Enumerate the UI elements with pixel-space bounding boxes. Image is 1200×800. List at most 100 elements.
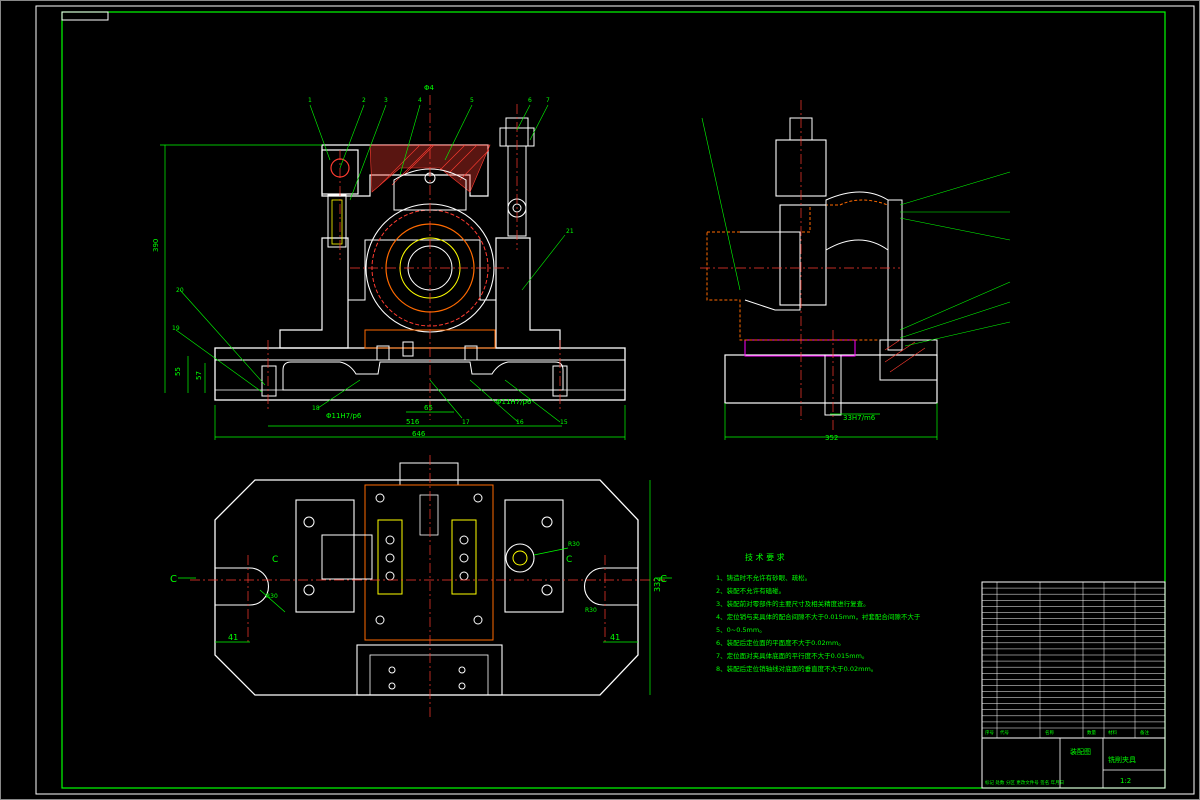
balloon-16: 16 [516, 419, 524, 426]
bom-col-3: 数量 [1087, 729, 1096, 736]
side-view: 352 33H7/m6 [700, 100, 1011, 442]
tech-note-3: 3、装配前对零部件的主要尺寸及相关精度进行复查。 [716, 599, 870, 608]
corner-tag-box [61, 11, 109, 21]
section-label-left: C [170, 574, 177, 585]
plan-base-outline [214, 479, 639, 696]
balloon-18: 18 [312, 405, 320, 412]
dim-352: 352 [825, 434, 838, 442]
balloon-20: 20 [176, 287, 184, 294]
outer-frame [35, 5, 1195, 795]
tech-note-2: 2、装配不允许有磕碰。 [716, 586, 785, 595]
plan-bottom-inner [369, 654, 489, 696]
plan-yellow-block-left [377, 519, 403, 595]
pivot-post [327, 194, 347, 248]
side-hatch [884, 339, 926, 373]
tech-note-5: 5、0~0.5mm。 [716, 626, 766, 634]
dim-332: 332 [653, 577, 662, 592]
side-dimensions [724, 403, 938, 440]
upper-housing [393, 168, 467, 211]
plan-slot-right [584, 567, 638, 606]
plan-dimensions [178, 480, 672, 695]
plan-left-support [295, 499, 355, 613]
front-balloons: 1 2 3 4 5 6 7 21 20 19 18 17 16 15 [172, 97, 574, 426]
balloon-1: 1 [308, 97, 312, 104]
side-plate [887, 199, 903, 351]
side-leaders [701, 117, 1011, 347]
side-centerlines [700, 100, 900, 430]
plan-cut-labels: C C [272, 555, 572, 565]
balloon-15: 15 [560, 419, 568, 426]
plan-view: 41 41 332 R30 R30 R30 C C C C [170, 455, 672, 720]
dim-41-right: 41 [610, 633, 620, 642]
r30-c: R30 [585, 607, 597, 614]
body-right-wall [495, 237, 561, 349]
front-dimensions [160, 144, 626, 440]
plan-right-support [504, 499, 564, 613]
dim-55: 55 [174, 367, 182, 376]
bom-col-headers: 序号 代号 名称 数量 材料 备注 [985, 729, 1149, 736]
r30-a: R30 [266, 593, 278, 600]
cut-label-c-right: C [566, 555, 572, 565]
plan-slot-left [215, 567, 269, 606]
technical-notes: 技 术 要 求 1、铸造时不允许有砂眼、疏松。 2、装配不允许有磕碰。 3、装配… [716, 552, 921, 673]
side-right-clamp [879, 339, 938, 381]
bom-col-5: 备注 [1140, 729, 1149, 736]
tech-note-1: 1、铸造时不允许有砂眼、疏松。 [716, 573, 811, 582]
dim-646: 646 [412, 430, 426, 438]
bom-col-4: 材料 [1108, 729, 1117, 736]
clamp-arm-hatch [369, 144, 491, 193]
dim-57: 57 [195, 371, 203, 380]
tech-notes-title: 技 术 要 求 [745, 552, 785, 562]
dim-41-left: 41 [228, 633, 238, 642]
bom-grid [982, 582, 1165, 738]
balloon-19: 19 [172, 325, 180, 332]
tech-note-7: 7、定位面对夹具体底面的平行度不大于0.015mm。 [716, 651, 868, 660]
bom-frame [981, 581, 1166, 789]
side-dim-text: 352 33H7/m6 [825, 414, 876, 442]
scale-label: 1:2 [1120, 777, 1131, 785]
front-dim-text: 390 55 57 65 516 646 Φ11H7/p6 Φ11H7/p6 Φ… [152, 84, 532, 438]
balloon-21: 21 [566, 228, 574, 235]
plan-centerlines [190, 455, 665, 720]
fit-right: Φ11H7/p6 [496, 398, 532, 406]
clamp-hatch-lines [379, 144, 490, 186]
plan-center-block [364, 484, 494, 641]
plan-slot-top [419, 494, 439, 536]
section-label-right: C [660, 574, 667, 585]
side-workpiece [706, 199, 889, 341]
clamp-arm [321, 144, 489, 197]
dim-516: 516 [406, 418, 420, 426]
tech-note-6: 6、装配后定位面的平面度不大于0.02mm。 [716, 638, 845, 647]
plan-right-boss [505, 543, 535, 573]
fit-33: 33H7/m6 [843, 414, 876, 422]
balloon-7: 7 [546, 97, 550, 104]
balloon-6: 6 [528, 97, 532, 104]
bom-col-2: 名称 [1045, 729, 1054, 736]
front-view: 1 2 3 4 5 6 7 21 20 19 18 17 16 15 390 5… [152, 84, 626, 440]
plan-dim-text: 41 41 332 R30 R30 R30 C C [170, 541, 667, 642]
pivot-post-inner [331, 199, 343, 245]
dim-65: 65 [424, 404, 433, 412]
bom-col-1: 代号 [1000, 729, 1009, 736]
title-footer-left: 标记 处数 分区 更改文件号 签名 年月日 [985, 779, 1064, 786]
body-left-wall [279, 237, 349, 349]
balloon-3: 3 [384, 97, 388, 104]
drawing-name: 装配图 [1070, 747, 1091, 756]
plan-screws [303, 493, 553, 690]
side-column [779, 204, 827, 306]
tech-note-4: 4、定位销与夹具体的配合间隙不大于0.015mm，衬套配合间隙不大于 [716, 612, 921, 621]
plan-yellow-block-right [451, 519, 477, 595]
dim-390: 390 [152, 239, 160, 252]
bom-col-0: 序号 [985, 729, 994, 736]
tech-note-8: 8、装配后定位销轴线对底面的垂直度不大于0.02mm。 [716, 664, 877, 673]
body-center [348, 239, 496, 301]
plan-left-pin [321, 534, 373, 580]
balloon-5: 5 [470, 97, 474, 104]
title-block: 装配图 铣削夹具 1:2 标记 处数 分区 更改文件号 签名 年月日 序号 代号… [981, 581, 1166, 789]
product-name: 铣削夹具 [1108, 755, 1136, 764]
drawing-frame [61, 11, 1166, 789]
r30-b: R30 [568, 541, 580, 548]
front-leaders [175, 104, 566, 423]
front-centerlines [267, 95, 561, 420]
